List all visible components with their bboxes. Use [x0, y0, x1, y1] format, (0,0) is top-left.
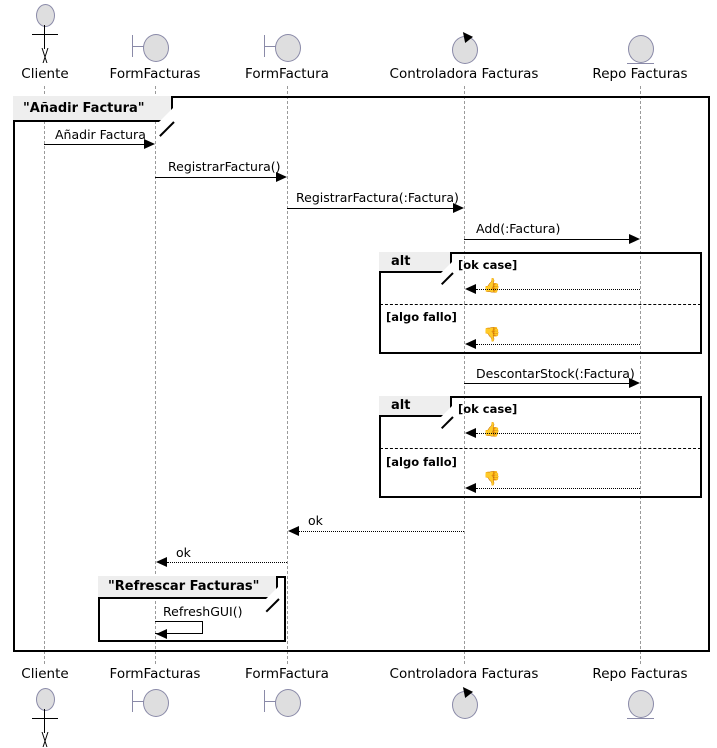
message-label-ok-1: ok	[308, 513, 323, 528]
message-label-registrarfactura: RegistrarFactura()	[168, 159, 281, 174]
frame-alt-2	[379, 396, 702, 498]
message-line-add-factura	[464, 239, 629, 240]
frame-tab-notch	[266, 587, 278, 599]
boundary-circle	[143, 689, 169, 717]
frame-tab-label-alt-2: alt	[391, 398, 411, 413]
entity-circle	[628, 35, 654, 63]
message-label-descontarstock: DescontarStock(:Factura)	[476, 366, 635, 381]
frame-tab-label-alt-1: alt	[391, 254, 411, 269]
message-label-thumbs-down-2: 👎	[483, 471, 501, 487]
participant-label-formfactura-top: FormFactura	[245, 66, 329, 82]
message-self-box-refreshgui	[155, 621, 203, 634]
frame-tab-alt-1: alt	[379, 252, 454, 286]
frame-anadir-factura	[13, 96, 710, 652]
message-label-anadir-factura: Añadir Factura	[55, 127, 146, 142]
message-arrowhead-return-ok-2	[465, 428, 476, 438]
participant-label-formfacturas-bottom: FormFacturas	[109, 666, 201, 682]
participant-label-cliente-bottom: Cliente	[21, 666, 69, 682]
message-line-ok-1	[299, 531, 464, 532]
actor-arms	[32, 34, 58, 35]
participant-label-controladora-facturas-bottom: Controladora Facturas	[389, 666, 539, 682]
message-line-return-fail-1	[476, 344, 640, 345]
message-arrowhead-return-fail-2	[465, 483, 476, 493]
message-arrowhead-ok-1	[288, 526, 299, 536]
message-line-anadir-factura	[44, 144, 144, 145]
frame-tab-alt-2: alt	[379, 396, 454, 430]
frame-tab-notch	[159, 108, 173, 122]
actor-arms	[32, 718, 58, 719]
message-label-registrarfactura-factura: RegistrarFactura(:Factura)	[296, 190, 459, 205]
message-arrowhead-descontarstock	[629, 378, 640, 388]
boundary-circle	[143, 34, 169, 62]
frame-tab-label-refrescar-facturas: "Refrescar Facturas"	[108, 579, 260, 594]
frame-tab-refrescar-facturas: "Refrescar Facturas"	[98, 576, 280, 613]
boundary-circle	[275, 689, 301, 717]
entity-circle	[628, 690, 654, 718]
message-arrowhead-anadir-factura	[144, 139, 155, 149]
lifeline-repo-facturas	[640, 86, 641, 664]
control-circle	[452, 36, 478, 64]
message-label-thumbs-up-1: 👍	[483, 278, 501, 294]
participant-label-repo-facturas-top: Repo Facturas	[592, 66, 688, 82]
actor-body	[44, 709, 45, 733]
lifeline-formfactura	[287, 86, 288, 664]
message-line-return-fail-2	[476, 488, 640, 489]
frag-divider-alt-2	[380, 448, 701, 449]
frame-tab-notch	[441, 406, 452, 417]
frag-guard-alt-2-ok: [ok case]	[458, 402, 518, 416]
lifeline-formfacturas	[155, 86, 156, 664]
participant-label-controladora-facturas-top: Controladora Facturas	[389, 66, 539, 82]
boundary-connector	[132, 701, 144, 702]
frag-guard-alt-1-ok: [ok case]	[458, 258, 518, 272]
frame-tab-anadir-factura: "Añadir Factura"	[13, 96, 175, 137]
message-arrowhead-return-ok-1	[465, 284, 476, 294]
boundary-connector	[264, 46, 276, 47]
message-arrowhead-refreshgui	[156, 629, 167, 639]
message-label-thumbs-down-1: 👎	[483, 327, 501, 343]
actor-body	[44, 25, 45, 49]
frag-guard-alt-2-fallo: [algo fallo]	[386, 455, 457, 469]
boundary-circle	[275, 34, 301, 62]
frag-guard-alt-1-fallo: [algo fallo]	[386, 310, 457, 324]
message-line-return-ok-2	[476, 433, 640, 434]
message-label-ok-2: ok	[176, 545, 191, 560]
frame-tab-label-anadir-factura: "Añadir Factura"	[23, 100, 145, 116]
message-line-ok-2	[167, 562, 287, 563]
message-label-add-factura: Add(:Factura)	[476, 221, 561, 236]
participant-label-cliente-top: Cliente	[21, 66, 69, 82]
message-arrowhead-ok-2	[156, 557, 167, 567]
message-label-thumbs-up-2: 👍	[483, 422, 501, 438]
lifeline-controladora-facturas	[464, 86, 465, 664]
entity-underline	[627, 718, 654, 719]
message-arrowhead-add-factura	[629, 234, 640, 244]
message-line-registrarfactura-factura	[287, 208, 453, 209]
message-line-descontarstock	[464, 383, 629, 384]
frag-divider-alt-1	[380, 304, 701, 305]
frame-tab-notch	[441, 262, 452, 273]
actor-head	[36, 4, 55, 27]
participant-label-formfactura-bottom: FormFactura	[245, 666, 329, 682]
message-line-return-ok-1	[476, 289, 640, 290]
actor-head	[36, 688, 55, 711]
control-circle	[452, 691, 478, 719]
message-label-refreshgui: RefreshGUI()	[163, 604, 243, 619]
boundary-connector	[132, 46, 144, 47]
message-line-registrarfactura	[155, 177, 276, 178]
message-arrowhead-registrarfactura	[276, 172, 287, 182]
lifeline-cliente	[44, 86, 45, 664]
boundary-connector	[264, 701, 276, 702]
participant-label-repo-facturas-bottom: Repo Facturas	[592, 666, 688, 682]
message-arrowhead-registrarfactura-factura	[453, 203, 464, 213]
entity-underline	[627, 63, 654, 64]
participant-label-formfacturas-top: FormFacturas	[109, 66, 201, 82]
message-arrowhead-return-fail-1	[465, 339, 476, 349]
frame-alt-1	[379, 252, 702, 354]
